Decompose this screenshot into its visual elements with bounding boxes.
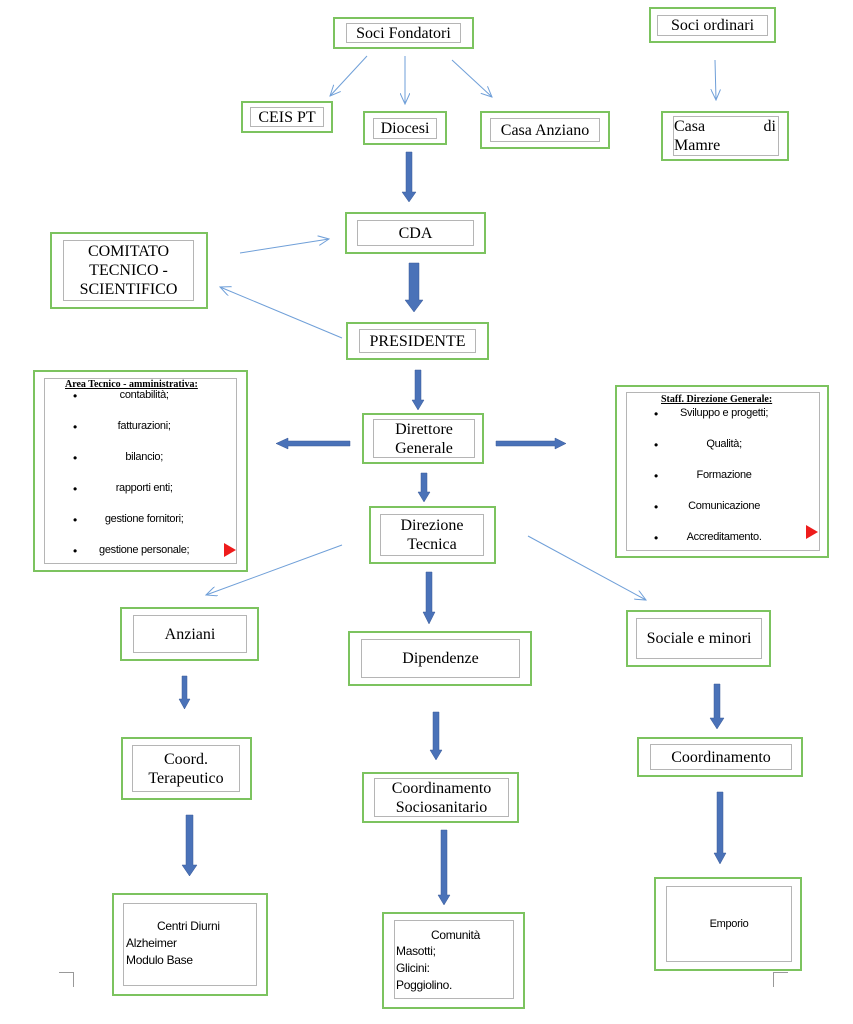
- arrow-ordinari-mamre: [715, 59, 716, 100]
- node-coord-terapeutico: Coord. Terapeutico: [121, 737, 252, 800]
- list-title: Area Tecnico - amministrativa:: [65, 379, 198, 390]
- node-sociale-e-minori: Sociale e minori: [626, 610, 771, 667]
- node-soci-fondatori: Soci Fondatori: [333, 17, 474, 49]
- node-anziani: Anziani: [120, 607, 259, 661]
- node-staff-direzione-generale: Staff. Direzione Generale: Sviluppo e pr…: [615, 385, 829, 558]
- red-triangle-icon: [806, 525, 818, 539]
- node-label: Emporio: [709, 918, 749, 930]
- arrow-presidente-comitato: [220, 287, 343, 339]
- block-arrow-direttore-area: [275, 437, 351, 450]
- node-label: Terapeutico: [148, 769, 224, 787]
- list-item: Formazione: [654, 469, 768, 500]
- node-label: SCIENTIFICO: [79, 281, 178, 298]
- node-centri-diurni: Centri Diurni Alzheimer Modulo Base: [112, 893, 268, 996]
- node-label: Centri Diurni: [157, 919, 220, 933]
- node-label: Sociale e minori: [646, 630, 752, 647]
- block-arrow-coordter-centri: [181, 814, 198, 877]
- block-arrow-cda-presidente: [404, 262, 424, 313]
- node-label: Coordinamento: [391, 779, 492, 797]
- node-dipendenze: Dipendenze: [348, 631, 532, 686]
- block-arrow-diocesi-cda: [401, 151, 417, 203]
- node-label: Diocesi: [380, 120, 430, 137]
- node-diocesi: Diocesi: [363, 111, 447, 145]
- node-label: Generale: [395, 439, 453, 457]
- node-emporio: Emporio: [654, 877, 802, 971]
- node-label: PRESIDENTE: [369, 332, 466, 350]
- block-arrow-presidente-direttore: [411, 369, 425, 411]
- node-label: Coord.: [164, 750, 208, 768]
- node-label: Coordinamento: [671, 748, 771, 766]
- list-item: rapporti enti;: [73, 482, 189, 513]
- arrow-comitato-cda: [239, 239, 329, 254]
- arrow-fondatori-ceis: [330, 55, 368, 96]
- list-item: Qualità;: [654, 438, 768, 469]
- arrow-direzione-anziani: [206, 544, 343, 595]
- node-label: Mamre: [674, 137, 721, 154]
- page-corner-mark: [773, 972, 788, 987]
- page-corner-mark: [59, 972, 74, 987]
- node-label: CEIS PT: [258, 108, 316, 126]
- node-label: TECNICO -: [89, 262, 168, 279]
- block-arrow-direttore-staff: [495, 437, 567, 450]
- node-label: Casa: [674, 118, 706, 135]
- node-label: Sociosanitario: [395, 798, 488, 816]
- block-arrow-coordsoc-comunita: [437, 829, 451, 906]
- node-coordinamento: Coordinamento: [637, 737, 803, 777]
- list-item: Sviluppo e progetti;: [654, 407, 769, 438]
- node-comunita: Comunità Masotti; Glicini: Poggiolino.: [382, 912, 525, 1009]
- list-title: Staff. Direzione Generale:: [661, 394, 773, 405]
- node-comitato-tecnico-scientifico: COMITATO TECNICO - SCIENTIFICO: [50, 232, 208, 309]
- block-arrow-sociale-coordinamento: [709, 683, 725, 730]
- node-label: Anziani: [164, 625, 216, 643]
- node-label: Poggiolino.: [396, 978, 453, 992]
- node-label: COMITATO: [87, 243, 170, 260]
- block-arrow-anziani-coord: [178, 675, 191, 710]
- node-direttore-generale: Direttore Generale: [362, 413, 484, 464]
- block-arrow-dipendenze-coordsoc: [429, 711, 443, 761]
- block-arrow-direttore-direzione: [417, 472, 431, 503]
- staff-list: Sviluppo e progetti; Qualità; Formazione…: [654, 407, 769, 551]
- node-label: di: [763, 118, 776, 135]
- red-triangle-icon: [224, 543, 236, 557]
- node-label: Direttore: [395, 420, 453, 438]
- list-item: Accreditamento.: [654, 531, 768, 551]
- list-item: fatturazioni;: [73, 420, 189, 451]
- node-label: Direzione: [400, 517, 464, 534]
- area-tecnica-list: contabilità; fatturazioni; bilancio; rap…: [73, 389, 190, 564]
- node-area-tecnico-amministrativa: Area Tecnico - amministrativa: contabili…: [33, 370, 248, 572]
- node-label: Soci Fondatori: [356, 24, 451, 42]
- list-item: Comunicazione: [654, 500, 768, 531]
- node-label: Glicini:: [396, 961, 430, 975]
- node-label: Masotti;: [396, 944, 436, 958]
- node-coordinamento-sociosanitario: Coordinamento Sociosanitario: [362, 772, 519, 823]
- list-item: bilancio;: [73, 451, 189, 482]
- node-label: Dipendenze: [402, 650, 479, 667]
- node-label: Tecnica: [407, 536, 457, 553]
- node-presidente: PRESIDENTE: [346, 322, 489, 360]
- arrow-fondatori-casa-anziano: [451, 59, 492, 97]
- node-label: CDA: [398, 224, 433, 242]
- list-item: gestione personale;: [73, 544, 190, 564]
- node-label: Casa Anziano: [500, 121, 590, 139]
- node-ceis-pt: CEIS PT: [241, 101, 333, 133]
- node-casa-mamre: Casa di Mamre: [661, 111, 789, 161]
- block-arrow-direzione-dipendenze: [422, 571, 436, 625]
- list-item: contabilità;: [73, 389, 189, 420]
- list-item: gestione fornitori;: [73, 513, 189, 544]
- node-label: Alzheimer: [126, 936, 177, 950]
- node-direzione-tecnica: Direzione Tecnica: [369, 506, 496, 564]
- node-label: Modulo Base: [126, 953, 193, 967]
- arrow-direzione-sociale: [527, 535, 646, 600]
- node-cda: CDA: [345, 212, 486, 254]
- node-label: Soci ordinari: [670, 17, 755, 34]
- block-arrow-coordinamento-emporio: [713, 791, 727, 865]
- node-label: Comunità: [431, 928, 480, 942]
- node-soci-ordinari: Soci ordinari: [649, 7, 776, 43]
- node-casa-anziano: Casa Anziano: [480, 111, 610, 149]
